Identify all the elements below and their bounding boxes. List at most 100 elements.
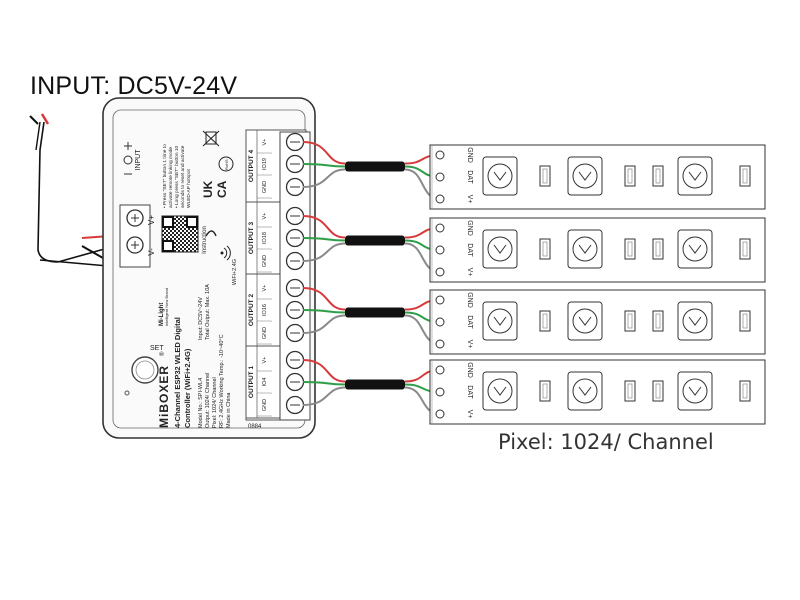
instr-line: activate remote linking mode bbox=[168, 147, 174, 208]
resistor bbox=[652, 238, 664, 260]
resistor bbox=[624, 310, 636, 332]
terminal-screw[interactable] bbox=[285, 350, 305, 370]
serial-number: 0884 bbox=[248, 424, 262, 430]
specs2-line: Total Output: Max. 10A bbox=[205, 284, 211, 340]
power-input-terminals[interactable]: V+ V- bbox=[119, 204, 156, 268]
wire bbox=[302, 287, 346, 311]
terminal-screw[interactable] bbox=[285, 177, 305, 197]
solder-pad bbox=[435, 365, 445, 375]
terminal-screw[interactable] bbox=[285, 206, 305, 226]
resistor bbox=[652, 310, 664, 332]
output-section-name: OUTPUT 4 bbox=[248, 150, 255, 183]
wire bbox=[302, 168, 346, 188]
solder-pad bbox=[435, 194, 445, 204]
v-minus-label: V- bbox=[147, 248, 156, 256]
led-strip: GND DAT V+ bbox=[429, 359, 766, 425]
strip-pin-label: DAT bbox=[466, 243, 473, 257]
terminal-label: GND bbox=[262, 181, 268, 193]
wire bbox=[302, 242, 346, 262]
led-strip: GND DAT V+ bbox=[429, 217, 766, 283]
led-chip bbox=[677, 301, 713, 341]
resistor bbox=[624, 380, 636, 402]
terminal-screw[interactable] bbox=[285, 323, 305, 343]
wire bbox=[302, 163, 346, 168]
output-section-name: OUTPUT 2 bbox=[248, 294, 255, 327]
terminal-label: V+ bbox=[262, 139, 268, 146]
terminal-screw[interactable] bbox=[285, 132, 305, 152]
led-chip bbox=[482, 156, 518, 196]
terminal-screw[interactable] bbox=[285, 372, 305, 392]
terminal-screw[interactable] bbox=[285, 300, 305, 320]
specs2-line: Input: DC5V~24V bbox=[198, 297, 204, 340]
solder-pad bbox=[435, 387, 445, 397]
specs1-line: RF: 2.4GHz Working Temp.: -10~40°C bbox=[219, 334, 225, 428]
ukca-mark: UK bbox=[201, 180, 215, 198]
resistor bbox=[739, 310, 751, 332]
input-power-cable bbox=[29, 113, 111, 267]
terminal-label: GND bbox=[262, 399, 268, 411]
terminal-screw[interactable] bbox=[285, 278, 305, 298]
compliance-marks: UK CA RoHS bbox=[201, 130, 234, 261]
strip-pin-label: GND bbox=[466, 292, 473, 308]
solder-pad bbox=[435, 223, 445, 233]
led-chip bbox=[482, 229, 518, 269]
solder-pad bbox=[435, 267, 445, 277]
terminal-screw[interactable] bbox=[285, 228, 305, 248]
wire bbox=[302, 309, 346, 314]
dc-input-jack: INPUT bbox=[123, 142, 142, 175]
output-section-name: OUTPUT 3 bbox=[248, 222, 255, 255]
qr-code bbox=[161, 215, 199, 253]
terminal-screw[interactable] bbox=[285, 154, 305, 174]
weee-bin-icon bbox=[202, 130, 220, 147]
terminal-label: IO19 bbox=[262, 158, 268, 170]
output-section-name: OUTPUT 1 bbox=[248, 366, 255, 399]
resistor bbox=[539, 238, 551, 260]
resistor bbox=[624, 165, 636, 187]
led-chip bbox=[677, 371, 713, 411]
led-chip bbox=[567, 229, 603, 269]
wifi-icon bbox=[220, 245, 231, 261]
controller-label-text: MiBOXER ® Mi-Light Intelligent New Brand… bbox=[157, 144, 262, 430]
strip-pin-label: V+ bbox=[466, 340, 473, 349]
instr-line: • Long press "SET" button 10 bbox=[174, 146, 180, 208]
input-voltage-title: INPUT: DC5V-24V bbox=[30, 72, 238, 100]
terminal-label: IO18 bbox=[262, 232, 268, 244]
strip-pin-label: V+ bbox=[466, 410, 473, 419]
output-cable bbox=[302, 287, 441, 345]
instr-line: • Press "SET" button 1 time to bbox=[162, 144, 168, 208]
terminal-screw[interactable] bbox=[285, 395, 305, 415]
terminal-label: V+ bbox=[262, 285, 268, 292]
brand-name: MiBOXER bbox=[157, 365, 171, 428]
terminal-label: IO16 bbox=[262, 304, 268, 316]
strip-pin-label: DAT bbox=[466, 315, 473, 329]
rohs-icon bbox=[218, 156, 234, 172]
resistor bbox=[739, 238, 751, 260]
specs1-line: Pixel: 1024/ Channel bbox=[212, 377, 218, 428]
set-button[interactable] bbox=[131, 356, 159, 384]
set-label: SET bbox=[150, 345, 164, 352]
strip-pin-label: V+ bbox=[466, 268, 473, 277]
cable-sleeve bbox=[345, 307, 405, 318]
resistor bbox=[739, 380, 751, 402]
wire bbox=[302, 237, 346, 242]
terminal-screw[interactable] bbox=[285, 251, 305, 271]
output-cable bbox=[302, 141, 441, 200]
terminal-label: GND bbox=[262, 327, 268, 339]
strip-pin-label: DAT bbox=[466, 385, 473, 399]
strip-pin-label: GND bbox=[466, 362, 473, 378]
cable-sleeve bbox=[345, 379, 405, 390]
input-port-label: INPUT bbox=[135, 149, 142, 171]
specs1-line: Made in China bbox=[226, 392, 232, 428]
sub-brand: Mi-Light bbox=[159, 303, 165, 326]
solder-pad bbox=[435, 409, 445, 419]
strip-pin-label: GND bbox=[466, 220, 473, 236]
output-cable bbox=[302, 359, 441, 415]
cable-sleeve bbox=[345, 235, 405, 246]
output-wiring bbox=[302, 141, 441, 415]
output-terminal-block bbox=[279, 131, 311, 421]
terminal-label: IO4 bbox=[262, 378, 268, 387]
product-title-line2: Controller (WiFi+2.4G) bbox=[183, 348, 192, 428]
